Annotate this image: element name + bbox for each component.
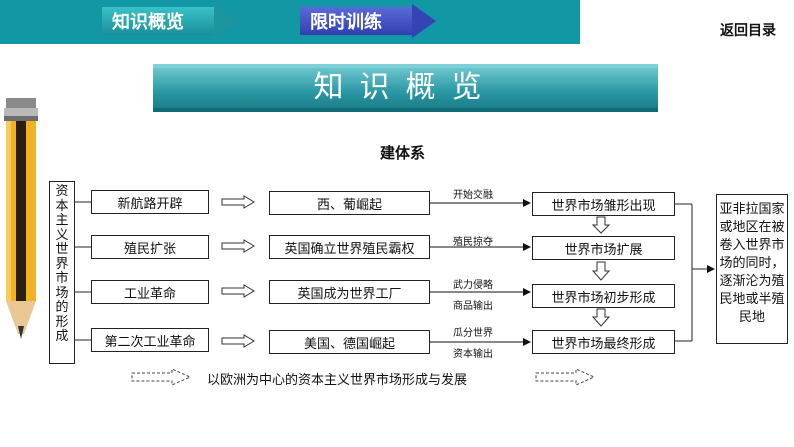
- nav-knowledge-overview-label: 知识概览: [102, 7, 214, 35]
- capitalist-world-market-box: 资本主义世界市场的形成: [49, 181, 75, 364]
- page-title: 知识概览: [313, 70, 498, 105]
- arrow-label-commodity-export: 商品输出: [453, 301, 493, 312]
- nav-knowledge-overview-button[interactable]: 知识概览: [102, 4, 238, 38]
- nav-timed-training-label: 限时训练: [300, 7, 412, 35]
- hollow-arrows: [221, 195, 255, 348]
- market-final-formation-box: 世界市场最终形成: [532, 330, 675, 354]
- section-subtitle: 建体系: [380, 144, 426, 162]
- asia-africa-latin-america-box: 亚非拉国家或地区在被卷入世界市场的同时，逐渐沦为殖民地或半殖民地: [716, 194, 788, 344]
- spain-portugal-rise-box: 西、葡崛起: [269, 191, 430, 215]
- market-embryo-box: 世界市场雏形出现: [532, 192, 675, 216]
- arrow-label-divide-world: 瓜分世界: [453, 328, 493, 339]
- title-banner: 知识概览: [153, 64, 658, 112]
- arrow-right-icon: [214, 4, 238, 38]
- market-expansion-box: 世界市场扩展: [532, 236, 675, 260]
- us-germany-rise-box: 美国、德国崛起: [269, 330, 430, 354]
- new-route-box: 新航路开辟: [91, 190, 209, 214]
- second-industrial-revolution-box: 第二次工业革命: [91, 328, 209, 352]
- industrial-revolution-box: 工业革命: [91, 280, 209, 304]
- arrow-label-capital-export: 资本输出: [453, 349, 493, 360]
- colonial-expansion-box: 殖民扩张: [91, 235, 209, 259]
- arrow-right-icon: [412, 4, 436, 38]
- britain-colonial-hegemony-box: 英国确立世界殖民霸权: [269, 235, 430, 259]
- market-initial-formation-box: 世界市场初步形成: [532, 284, 675, 308]
- britain-world-factory-box: 英国成为世界工厂: [269, 280, 430, 304]
- arrow-label-armed-aggression: 武力侵略: [453, 280, 493, 291]
- arrow-label-begin-merge: 开始交融: [453, 190, 493, 201]
- top-nav-bar: [0, 0, 580, 44]
- nav-timed-training-button[interactable]: 限时训练: [300, 4, 436, 38]
- back-to-contents-link[interactable]: 返回目录: [720, 23, 776, 39]
- legend-caption: 以欧洲为中心的资本主义世界市场形成与发展: [207, 373, 468, 388]
- arrow-label-colonial-plunder: 殖民掠夺: [453, 237, 493, 248]
- pencil-icon: [4, 98, 38, 339]
